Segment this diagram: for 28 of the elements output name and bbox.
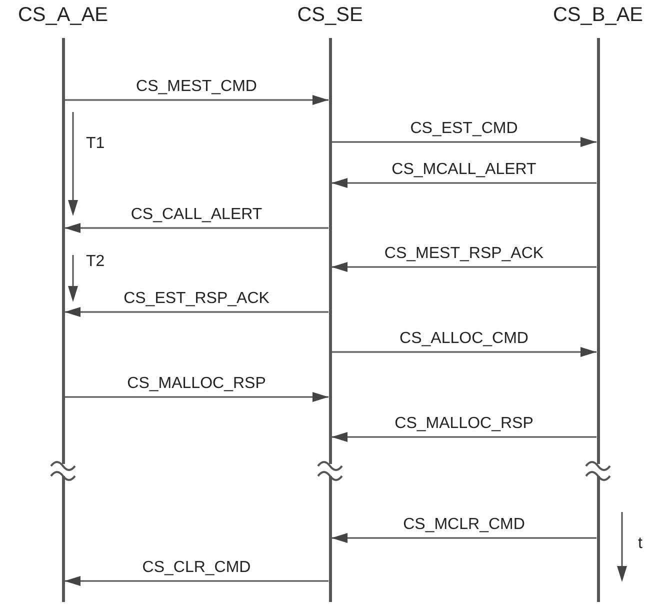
message-arrow xyxy=(332,533,596,543)
message-arrow xyxy=(64,95,328,105)
lifeline-header: CS_B_AE xyxy=(552,4,644,27)
edge-label: CS_MEST_CMD xyxy=(134,78,259,96)
edge-label: CS_CALL_ALERT xyxy=(128,206,264,224)
edge-label: CS_CLR_CMD xyxy=(140,559,253,577)
message-arrow xyxy=(332,262,596,272)
edge-label: CS_EST_CMD xyxy=(408,120,520,138)
time-label: T2 xyxy=(86,253,105,271)
message-arrow xyxy=(64,392,328,402)
message-arrow xyxy=(332,178,596,188)
edge-label: CS_ALLOC_CMD xyxy=(398,330,530,348)
message-arrow xyxy=(64,307,328,317)
message-arrow xyxy=(332,347,596,357)
edge-label: CS_MCALL_ALERT xyxy=(390,161,538,179)
edge-label: CS_MEST_RSP_ACK xyxy=(382,245,546,263)
time-label: T1 xyxy=(86,135,105,153)
message-arrow xyxy=(332,137,596,147)
edge-label: CS_MCLR_CMD xyxy=(401,516,527,534)
lifeline-header: CS_A_AE xyxy=(16,4,110,27)
lifeline-header: CS_SE xyxy=(296,4,364,27)
edge-label: CS_EST_RSP_ACK xyxy=(122,290,272,308)
message-arrow xyxy=(64,223,328,233)
time-label: t xyxy=(638,535,642,553)
edge-label: CS_MALLOC_RSP xyxy=(125,375,268,393)
message-arrow xyxy=(64,576,328,586)
message-arrow xyxy=(332,432,596,442)
edge-label: CS_MALLOC_RSP xyxy=(392,415,536,433)
